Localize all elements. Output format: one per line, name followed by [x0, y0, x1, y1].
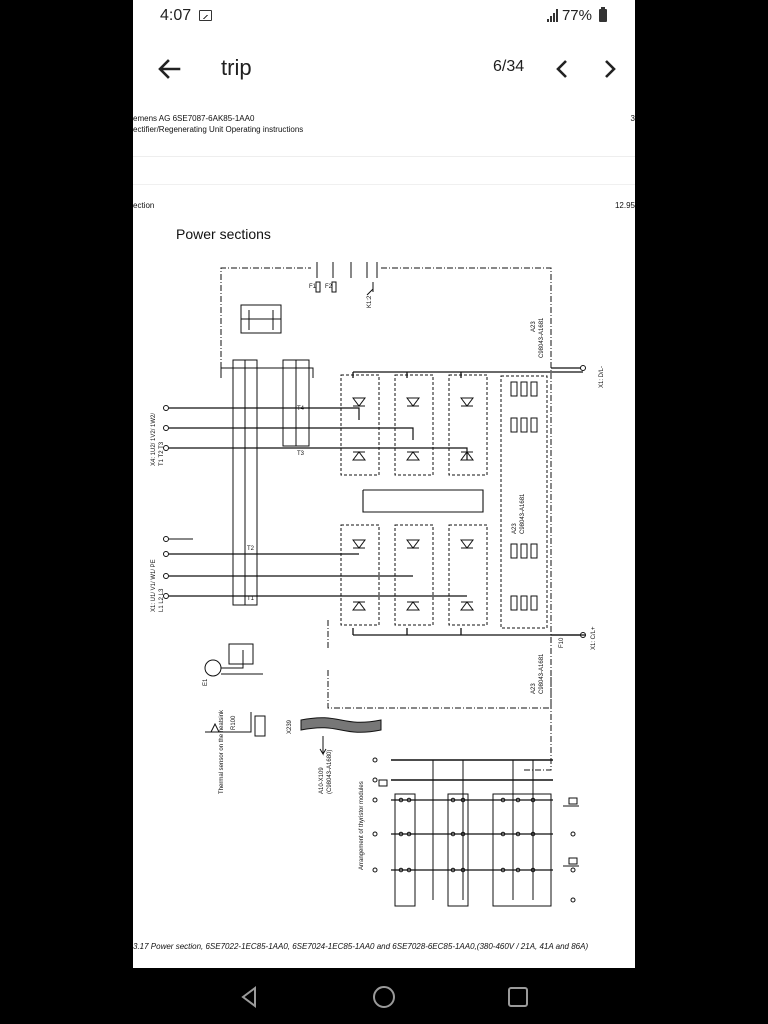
- nav-recents-button[interactable]: [503, 982, 533, 1012]
- label-t3: T3: [297, 451, 305, 457]
- label-connector-part: (C98043-A1680): [327, 750, 333, 794]
- battery-percent: 77%: [561, 7, 592, 24]
- back-button[interactable]: [153, 52, 187, 86]
- label-t1: T1: [247, 596, 255, 602]
- label-connector-ref: A10-X109: [319, 767, 325, 794]
- image-notification-icon: [199, 10, 212, 21]
- power-section-schematic: A23 C98043-A1681 A23 C98043-A1681 A23 C9…: [151, 262, 605, 907]
- page-header-number: 3: [630, 114, 635, 123]
- triangle-back-icon: [241, 986, 256, 1008]
- signal-icon: [546, 9, 558, 22]
- label-arrangement: Arrangement of thyristor modules: [359, 781, 365, 870]
- chevron-right-icon: [605, 60, 616, 78]
- label-fuse-f1: F1: [309, 284, 317, 290]
- label-dc-plus: X1: C/L+: [591, 626, 597, 650]
- label-x4-terminals: X4: 1U2/ 1V2/ 1W2/: [151, 413, 157, 466]
- status-right-group: 77%: [546, 7, 607, 24]
- label-board-part: C98043-A1681: [539, 317, 545, 358]
- phone-screen: 4:07 77% trip 6/34 emens: [133, 0, 635, 1024]
- label-thermal: R100: [231, 715, 237, 730]
- section-date: 12.95: [614, 201, 635, 210]
- label-k1: K1:2: [367, 295, 373, 308]
- circle-home-icon: [373, 986, 395, 1008]
- label-board-ref: A23: [531, 321, 537, 332]
- page-header-line2: ectifier/Regenerating Unit Operating ins…: [133, 125, 304, 134]
- label-x4-sub: T1 T2 T3: [159, 441, 165, 466]
- label-t4: T4: [297, 406, 305, 412]
- next-page-button[interactable]: [595, 54, 625, 84]
- nav-back-button[interactable]: [235, 982, 265, 1012]
- system-nav-bar: [133, 968, 635, 1024]
- label-board-ref: A23: [531, 683, 537, 694]
- label-board-part: C98043-A1681: [539, 653, 545, 694]
- page-divider: [133, 184, 635, 185]
- label-board-part: C98043-A1681: [520, 493, 526, 534]
- battery-icon: [599, 7, 607, 22]
- page-header-line1: emens AG 6SE7087-6AK85-1AA0: [133, 114, 255, 123]
- label-x1-sub: L1 L2 L3: [159, 588, 165, 612]
- label-fan: E1: [203, 678, 209, 686]
- arrow-left-icon: [158, 59, 181, 79]
- figure-caption: 3.17 Power section, 6SE7022-1EC85-1AA0, …: [133, 942, 589, 951]
- nav-home-button[interactable]: [369, 982, 399, 1012]
- label-fuse-f2: F2: [325, 284, 333, 290]
- label-dc-minus: X1: D/L-: [599, 366, 605, 388]
- document-page[interactable]: emens AG 6SE7087-6AK85-1AA0 ectifier/Reg…: [133, 100, 635, 968]
- label-board-ref: A23: [512, 523, 518, 534]
- status-bar: 4:07 77%: [133, 0, 635, 34]
- status-time: 4:07: [160, 7, 192, 24]
- section-title: Power sections: [176, 226, 271, 242]
- document-title: trip: [221, 55, 252, 80]
- label-t2: T2: [247, 546, 255, 552]
- label-x1-terminals: X1: U1/ V1/ W1/ PE: [151, 559, 157, 612]
- section-label: ection: [133, 201, 155, 210]
- label-fuse-f10: F10: [559, 637, 565, 648]
- label-x239: X239: [287, 719, 293, 734]
- page-indicator: 6/34: [493, 58, 525, 75]
- label-thermal-sensor: Thermal sensor on the heatsink: [219, 709, 225, 794]
- page-divider: [133, 156, 635, 157]
- previous-page-button[interactable]: [547, 54, 577, 84]
- square-recents-icon: [508, 987, 528, 1007]
- app-toolbar: trip 6/34: [133, 40, 635, 96]
- chevron-left-icon: [556, 60, 567, 78]
